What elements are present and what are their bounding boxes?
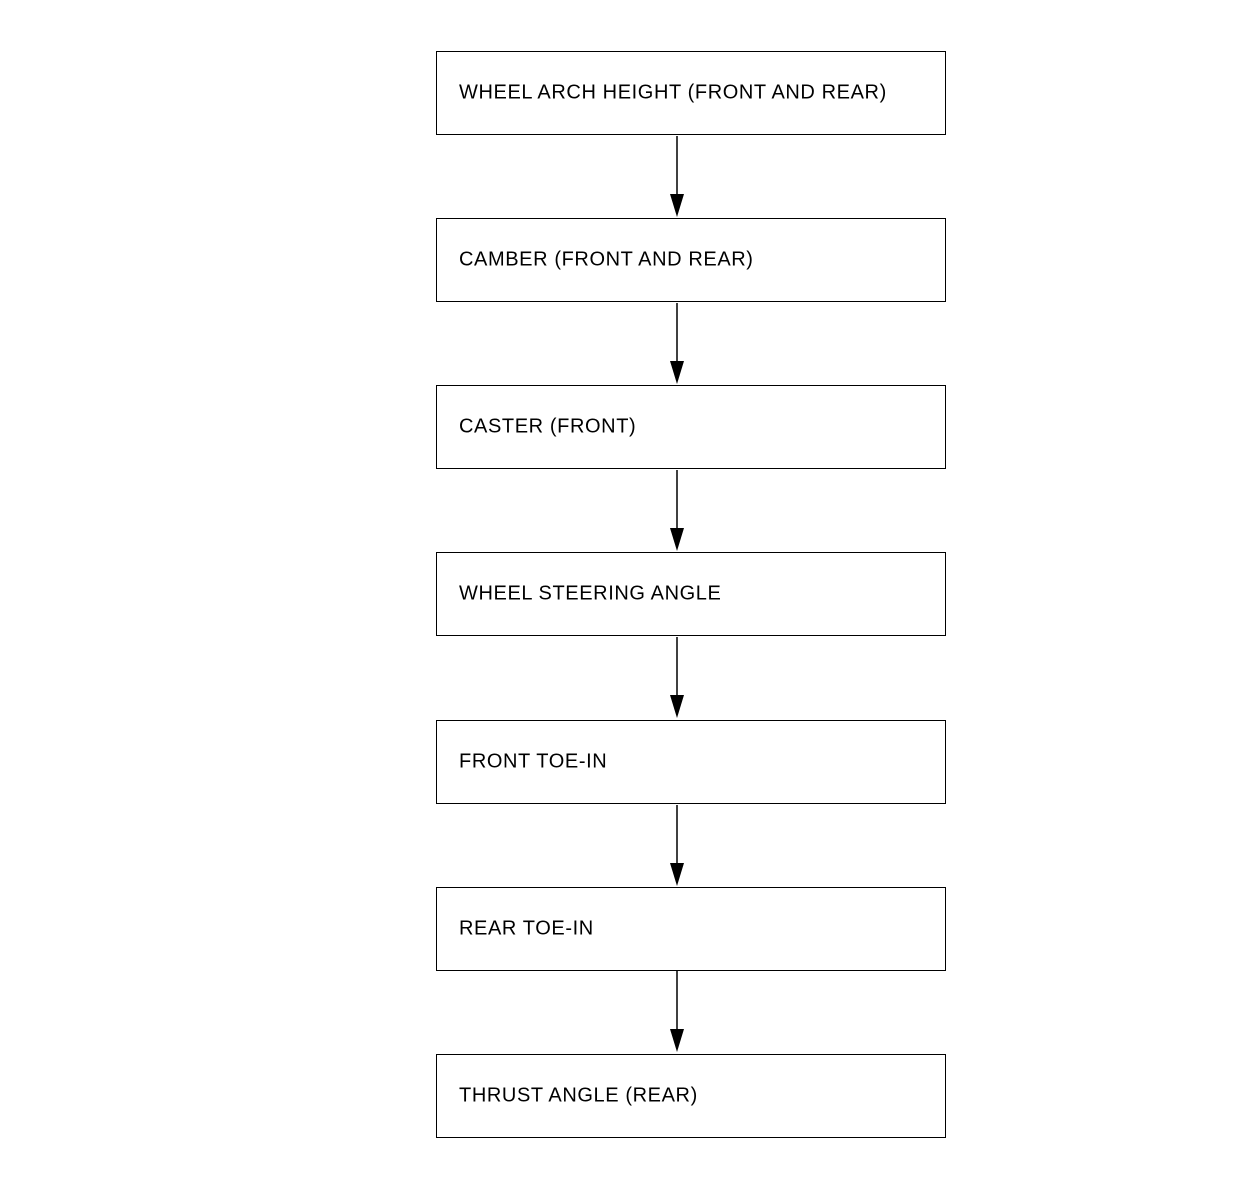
arrow-1: [670, 136, 684, 217]
step-box-front-toe-in: FRONT TOE-IN: [436, 720, 946, 804]
arrow-6: [670, 971, 684, 1052]
step-label: CAMBER (FRONT AND REAR): [459, 248, 754, 271]
step-label: FRONT TOE-IN: [459, 750, 608, 773]
step-label: WHEEL STEERING ANGLE: [459, 582, 722, 605]
arrow-3: [670, 470, 684, 551]
step-label: THRUST ANGLE (REAR): [459, 1084, 698, 1107]
step-label: CASTER (FRONT): [459, 415, 637, 438]
arrow-5: [670, 805, 684, 886]
step-box-wheel-arch-height: WHEEL ARCH HEIGHT (FRONT AND REAR): [436, 51, 946, 135]
step-label: WHEEL ARCH HEIGHT (FRONT AND REAR): [459, 81, 887, 104]
step-box-wheel-steering-angle: WHEEL STEERING ANGLE: [436, 552, 946, 636]
step-box-caster: CASTER (FRONT): [436, 385, 946, 469]
step-box-thrust-angle: THRUST ANGLE (REAR): [436, 1054, 946, 1138]
arrow-4: [670, 637, 684, 718]
step-box-rear-toe-in: REAR TOE-IN: [436, 887, 946, 971]
arrow-2: [670, 303, 684, 384]
step-box-camber: CAMBER (FRONT AND REAR): [436, 218, 946, 302]
step-label: REAR TOE-IN: [459, 917, 594, 940]
